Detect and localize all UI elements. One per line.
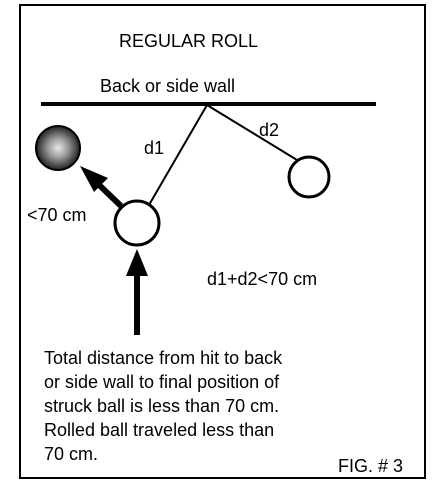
label-d2: d2	[259, 120, 280, 140]
struck-ball-final	[287, 155, 331, 199]
rolled-ball	[35, 125, 81, 171]
caption-line-5: 70 cm.	[44, 444, 99, 464]
path-d2	[206, 104, 298, 161]
wall-label: Back or side wall	[100, 76, 236, 96]
figure-title: REGULAR ROLL	[119, 31, 259, 51]
label-distance: <70 cm	[27, 205, 87, 225]
caption-line-3: struck ball is less than 70 cm.	[44, 396, 280, 416]
struck-ball-start	[113, 199, 161, 247]
label-d1: d1	[144, 138, 165, 158]
figure-number: FIG. # 3	[338, 456, 404, 476]
caption-line-2: or side wall to final position of	[44, 372, 280, 392]
equation-label: d1+d2<70 cm	[207, 269, 318, 289]
caption-line-1: Total distance from hit to back	[44, 348, 283, 368]
figure-frame	[19, 4, 426, 479]
hit-arrow-head	[126, 249, 148, 276]
roll-arrow-head	[80, 166, 108, 192]
path-d1	[148, 104, 208, 206]
caption-line-4: Rolled ball traveled less than	[44, 420, 275, 440]
